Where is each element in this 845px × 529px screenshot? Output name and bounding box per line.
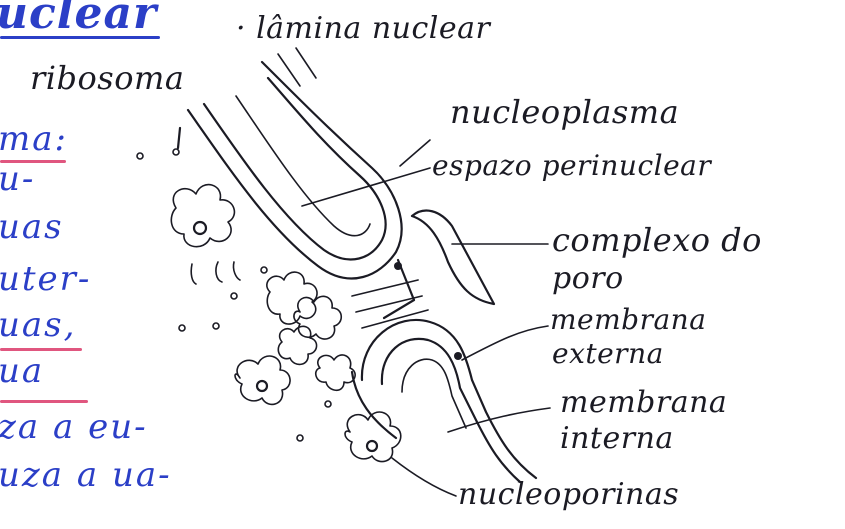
label-membrana-interna-2: interna xyxy=(560,424,674,454)
label-membrana-externa-1: membrana xyxy=(550,306,706,334)
pore-complex xyxy=(352,211,494,360)
label-nucleoporinas: nucleoporinas xyxy=(458,480,679,510)
upper-membrane-fold xyxy=(188,48,402,278)
label-complexo-do-poro-1: complexo do xyxy=(552,224,762,256)
label-complexo-do-poro-2: poro xyxy=(552,264,624,294)
lower-membrane-fold xyxy=(352,320,536,482)
label-membrana-interna-1: membrana xyxy=(560,388,727,418)
label-nucleoplasma: nucleoplasma xyxy=(450,96,679,128)
label-membrana-externa-2: externa xyxy=(552,340,664,368)
leader-lines xyxy=(302,140,550,496)
pore-dot-lower xyxy=(454,352,462,360)
label-lamina-nuclear: · lâmina nuclear xyxy=(236,14,490,44)
pore-dot-upper xyxy=(394,262,402,270)
label-espazo-perinuclear: espazo perinuclear xyxy=(432,152,711,180)
nucleoporin-blobs xyxy=(171,185,400,462)
